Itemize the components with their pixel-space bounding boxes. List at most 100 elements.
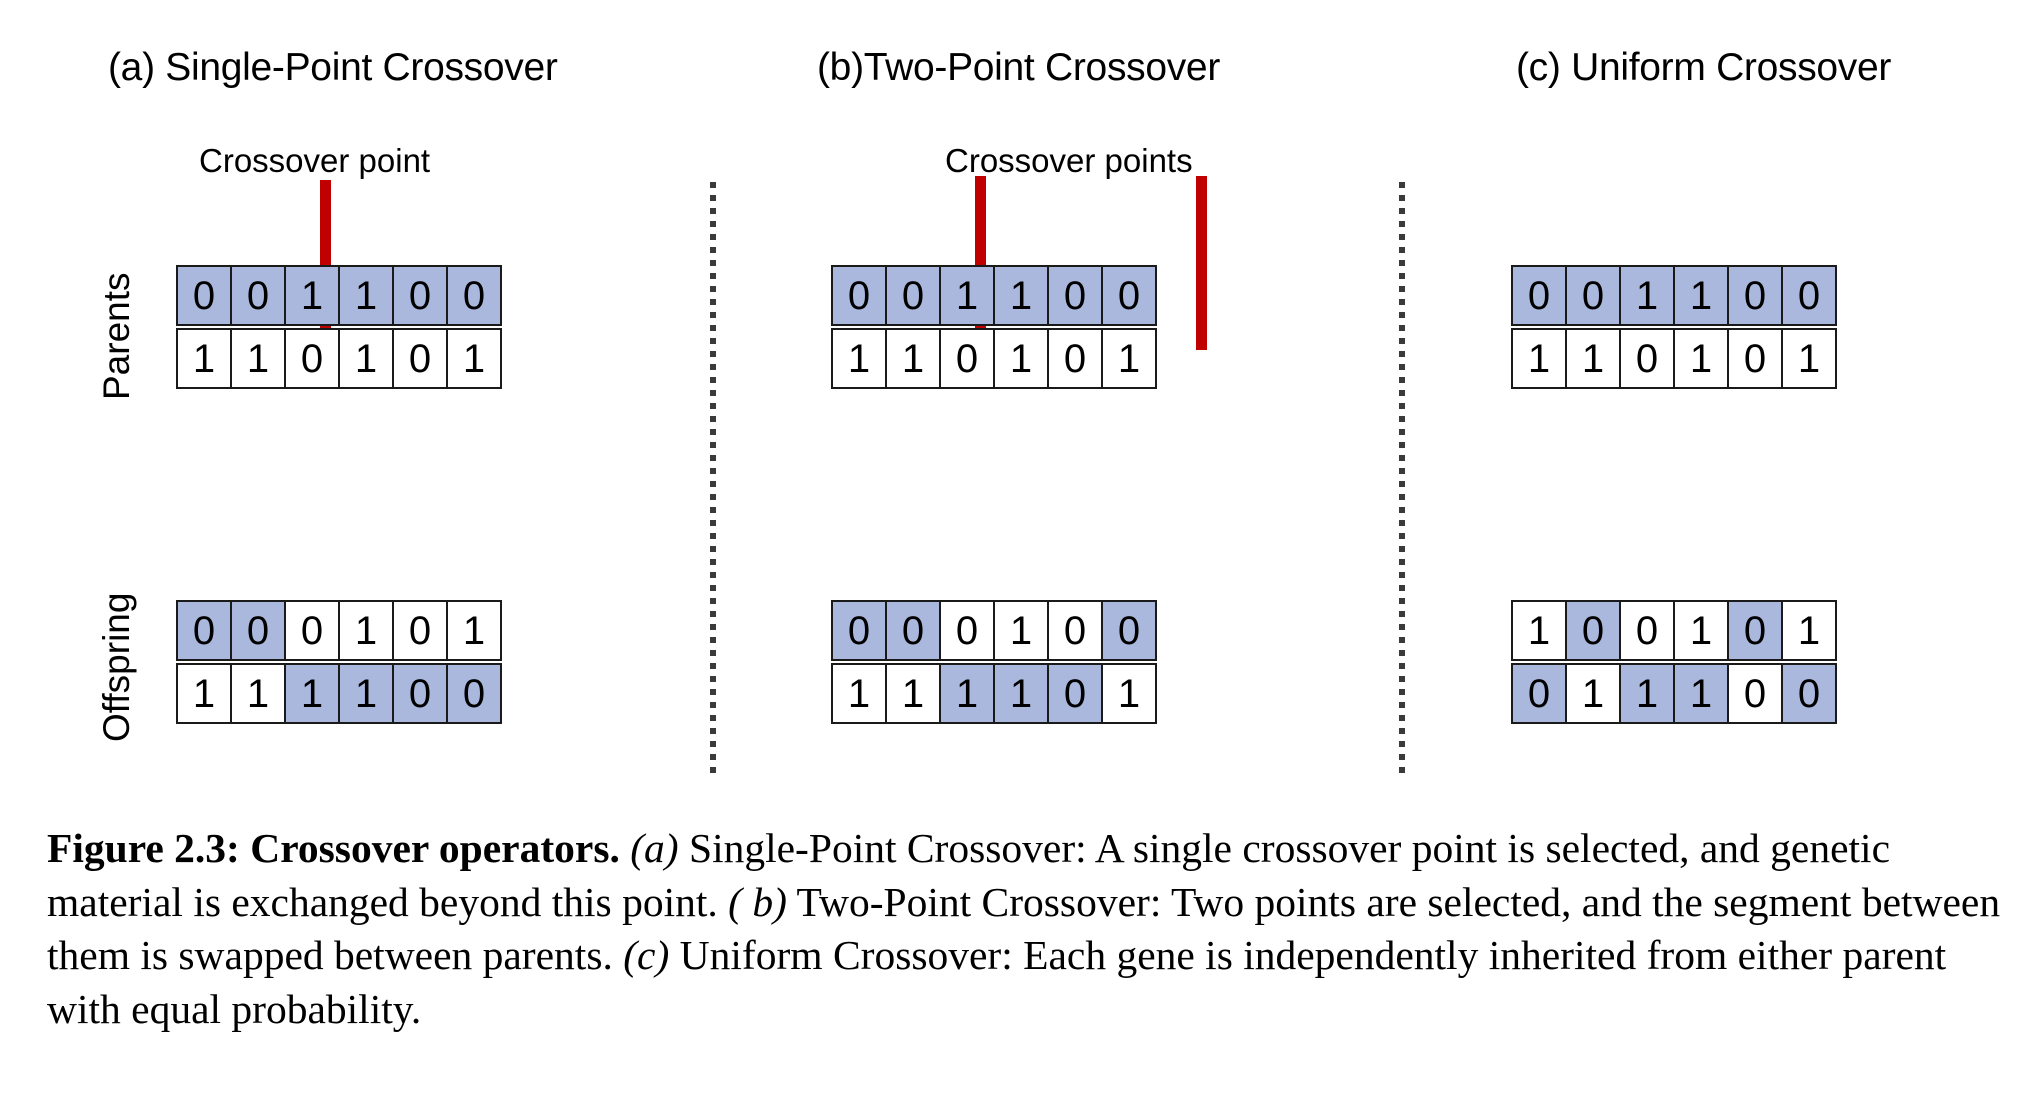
panel-title-uniform: (c) Uniform Crossover bbox=[1516, 46, 1892, 89]
gene-cell: 0 bbox=[831, 265, 887, 326]
gene-cell: 0 bbox=[1047, 663, 1103, 724]
figure-caption: Figure 2.3: Crossover operators. (a) Sin… bbox=[47, 822, 2009, 1036]
gene-cell: 1 bbox=[1511, 600, 1567, 661]
gene-cell: 0 bbox=[885, 265, 941, 326]
gene-cell: 1 bbox=[446, 328, 502, 389]
row-label-offspring: Offspring bbox=[96, 592, 137, 742]
crossover-points-label-b: Crossover points bbox=[945, 142, 1193, 179]
gene-cell: 1 bbox=[338, 265, 394, 326]
gene-cell: 0 bbox=[284, 328, 340, 389]
gene-cell: 0 bbox=[446, 663, 502, 724]
gene-cell: 1 bbox=[284, 265, 340, 326]
crossover-point-label-a: Crossover point bbox=[199, 142, 431, 179]
gene-cell: 1 bbox=[1565, 328, 1621, 389]
gene-cell: 0 bbox=[939, 328, 995, 389]
gene-cell: 1 bbox=[1673, 663, 1729, 724]
gene-cell: 0 bbox=[446, 265, 502, 326]
caption-bold-title: Crossover operators. bbox=[250, 825, 620, 871]
gene-cell: 0 bbox=[230, 265, 286, 326]
gene-cell: 0 bbox=[392, 663, 448, 724]
gene-cell: 0 bbox=[831, 600, 887, 661]
gene-cell: 0 bbox=[284, 600, 340, 661]
panel-title-two-point: (b)Two-Point Crossover bbox=[817, 46, 1221, 89]
caption-marker-a: (a) bbox=[630, 825, 679, 871]
gene-cell: 1 bbox=[831, 663, 887, 724]
gene-cell: 1 bbox=[939, 663, 995, 724]
gene-cell: 1 bbox=[939, 265, 995, 326]
gene-cell: 1 bbox=[1511, 328, 1567, 389]
gene-cell: 1 bbox=[831, 328, 887, 389]
gene-cell: 0 bbox=[1619, 600, 1675, 661]
panel-divider-b-c bbox=[1399, 182, 1405, 774]
gene-cell: 1 bbox=[284, 663, 340, 724]
gene-cell: 0 bbox=[1727, 328, 1783, 389]
gene-cell: 1 bbox=[1101, 328, 1157, 389]
gene-cell: 0 bbox=[1565, 265, 1621, 326]
gene-cell: 0 bbox=[1565, 600, 1621, 661]
gene-cell: 1 bbox=[885, 663, 941, 724]
gene-cell: 0 bbox=[1619, 328, 1675, 389]
gene-cell: 0 bbox=[885, 600, 941, 661]
panel-divider-a-b bbox=[710, 182, 716, 774]
gene-cell: 1 bbox=[1619, 663, 1675, 724]
gene-cell: 1 bbox=[338, 328, 394, 389]
gene-cell: 1 bbox=[1673, 265, 1729, 326]
gene-cell: 0 bbox=[392, 328, 448, 389]
gene-cell: 0 bbox=[1511, 265, 1567, 326]
gene-cell: 0 bbox=[176, 265, 232, 326]
crossover-line-b-first bbox=[975, 176, 986, 350]
gene-cell: 1 bbox=[1781, 600, 1837, 661]
gene-cell: 1 bbox=[993, 328, 1049, 389]
gene-cell: 0 bbox=[392, 600, 448, 661]
gene-cell: 0 bbox=[1727, 600, 1783, 661]
caption-figure-number: Figure 2.3: bbox=[47, 825, 240, 871]
gene-cell: 1 bbox=[1673, 600, 1729, 661]
gene-cell: 0 bbox=[230, 600, 286, 661]
gene-cell: 1 bbox=[338, 663, 394, 724]
gene-cell: 1 bbox=[230, 663, 286, 724]
gene-cell: 0 bbox=[1047, 600, 1103, 661]
gene-cell: 1 bbox=[993, 600, 1049, 661]
gene-cell: 1 bbox=[338, 600, 394, 661]
gene-cell: 0 bbox=[1047, 328, 1103, 389]
gene-cell: 1 bbox=[1619, 265, 1675, 326]
gene-cell: 1 bbox=[446, 600, 502, 661]
caption-text-c: Uniform Crossover: Each gene is independ… bbox=[47, 932, 1947, 1032]
gene-cell: 1 bbox=[230, 328, 286, 389]
row-label-parents: Parents bbox=[96, 272, 137, 400]
gene-cell: 0 bbox=[1101, 600, 1157, 661]
panel-title-single-point: (a) Single-Point Crossover bbox=[108, 46, 558, 89]
caption-text-b: Two-Point Crossover: Two points are sele… bbox=[47, 878, 2001, 979]
gene-cell: 1 bbox=[176, 663, 232, 724]
gene-cell: 1 bbox=[176, 328, 232, 389]
caption-marker-b: ( b) bbox=[728, 878, 787, 925]
gene-cell: 1 bbox=[885, 328, 941, 389]
gene-cell: 1 bbox=[993, 663, 1049, 724]
gene-cell: 0 bbox=[1727, 265, 1783, 326]
gene-cell: 1 bbox=[1781, 328, 1837, 389]
gene-cell: 0 bbox=[939, 600, 995, 661]
gene-cell: 0 bbox=[1047, 265, 1103, 326]
gene-cell: 0 bbox=[1781, 265, 1837, 326]
figure-diagram: (a) Single-Point Crossover (b)Two-Point … bbox=[96, 46, 1892, 774]
gene-cell: 0 bbox=[1511, 663, 1567, 724]
gene-cell: 0 bbox=[1101, 265, 1157, 326]
gene-cell: 1 bbox=[1565, 663, 1621, 724]
gene-cell: 1 bbox=[993, 265, 1049, 326]
